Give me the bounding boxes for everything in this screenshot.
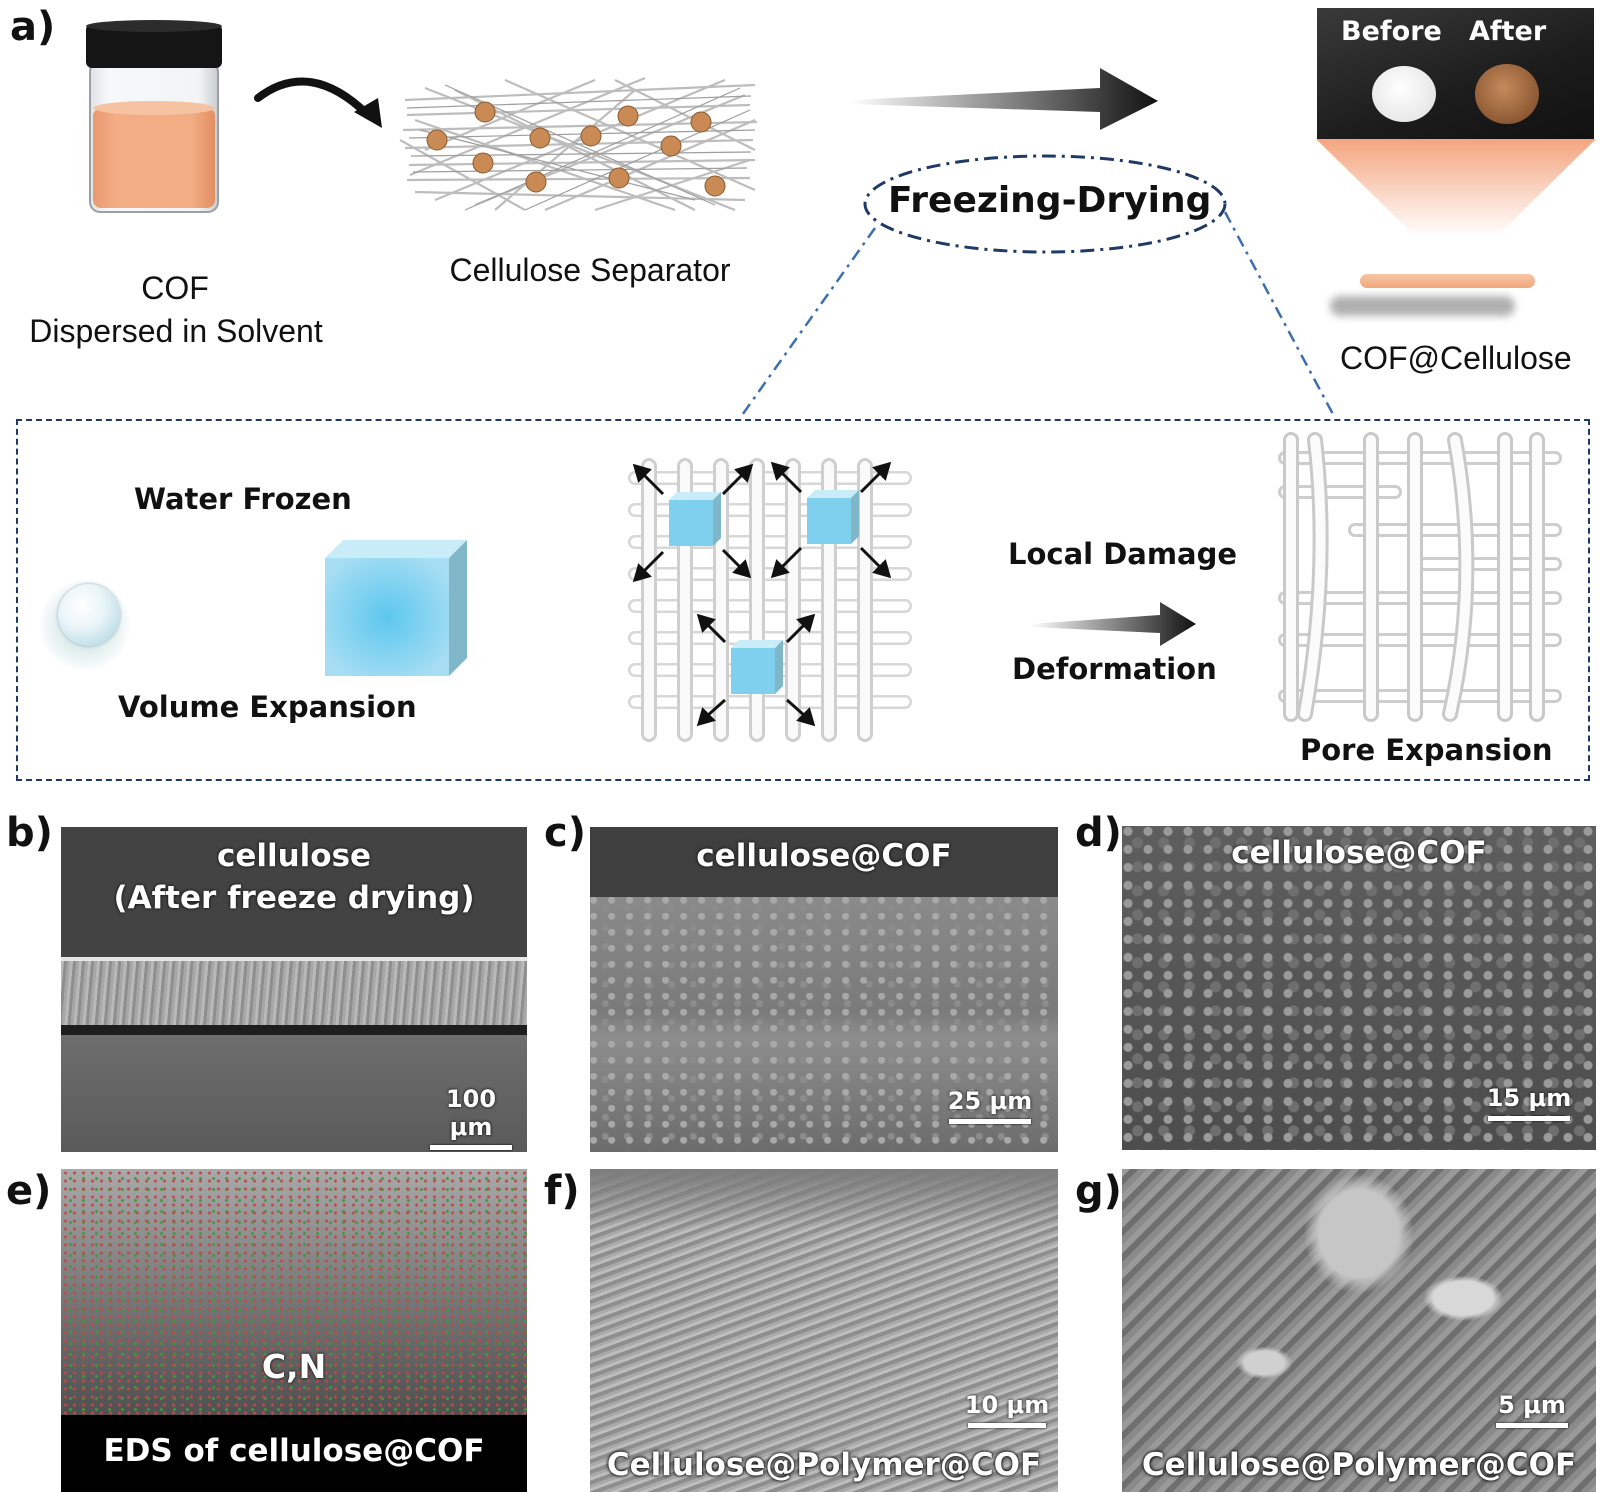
panel-b-letter: b) [6,810,53,856]
scale-label-b: 100 μm [445,1085,497,1141]
scale-label-f: 10 μm [964,1391,1050,1419]
pore-expansion-label: Pore Expansion [1300,733,1553,767]
cof-caption-line1: COF [141,270,209,306]
scale-label-c: 25 μm [947,1087,1033,1115]
sem-image-g: 5 μm Cellulose@Polymer@COF [1122,1169,1596,1492]
scale-bar-g: 5 μm [1492,1391,1572,1428]
panel-e-letter: e) [6,1168,52,1214]
cof-coated-layer [590,897,1058,1152]
cellulose-separator-illustration [399,76,758,212]
sem-image-f: 10 μm Cellulose@Polymer@COF [590,1169,1058,1492]
scale-bar-f: 10 μm [962,1391,1052,1428]
scale-label-d: 15 μm [1486,1084,1572,1112]
sem-g-caption: Cellulose@Polymer@COF [1141,1447,1577,1483]
sem-b-title-line1: cellulose [216,838,372,874]
sem-b-title-line2: (After freeze drying) [113,880,475,916]
freezing-drying-label: Freezing-Drying [888,180,1212,221]
sem-f-caption: Cellulose@Polymer@COF [606,1447,1042,1483]
cof-caption-line2: Dispersed in Solvent [29,313,323,349]
sem-image-e: C,N EDS of cellulose@COF [61,1169,527,1492]
local-damage-label: Local Damage [1008,537,1238,571]
panel-c-letter: c) [544,810,586,856]
sem-image-b: cellulose (After freeze drying) 100 μm [61,827,527,1152]
scale-bar-b: 100 μm [426,1085,516,1150]
cellulose-separator-caption: Cellulose Separator [449,252,731,288]
white-separator-disc [1372,66,1436,122]
zoom-detail-box [16,419,1590,781]
eds-caption: EDS of cellulose@COF [103,1433,485,1469]
sem-image-d: cellulose@COF 15 μm [1122,826,1596,1150]
membrane-shadow [1330,296,1515,316]
expanded-pore-grid [1278,432,1562,722]
sem-c-title: cellulose@COF [696,838,952,874]
product-caption: COF@Cellulose [1340,340,1572,376]
brown-separator-disc [1475,64,1539,124]
eds-elements-label: C,N [261,1347,327,1386]
eds-caption-bar: EDS of cellulose@COF [61,1415,527,1492]
freezing-drying-ellipse [863,154,1227,254]
water-frozen-label: Water Frozen [134,482,352,516]
sem-d-title: cellulose@COF [1231,835,1487,871]
curved-arrow-icon [254,77,382,128]
sem-image-c: cellulose@COF 25 μm [590,827,1058,1152]
scale-bar-c: 25 μm [945,1087,1035,1124]
sem-f-top-shade [590,1169,1058,1229]
volume-expansion-label: Volume Expansion [118,690,417,724]
cof-vial-illustration [86,20,222,213]
scale-bar-d: 15 μm [1484,1084,1574,1121]
panel-g-letter: g) [1075,1168,1122,1214]
ice-cube-icon [325,540,467,676]
cellulose-layer [61,957,527,1031]
panel-d-letter: d) [1075,810,1122,856]
process-arrow-icon [850,68,1158,130]
woven-mesh-with-ice [628,458,912,742]
photo-after-label: After [1469,16,1547,47]
layer-gap [61,1025,527,1035]
panel-f-letter: f) [544,1168,580,1214]
photo-before-label: Before [1341,16,1442,47]
deformation-arrow-icon [1030,602,1196,646]
panel-a-letter: a) [10,4,56,50]
projection-cone [1316,139,1596,237]
membrane-bar [1360,274,1535,288]
substrate [61,1035,527,1152]
deformation-label: Deformation [1012,652,1217,686]
zoom-connector-lines [738,211,1337,419]
scale-label-g: 5 μm [1498,1391,1566,1419]
before-after-photo: Before After [1317,8,1594,139]
water-drop-icon [58,584,120,646]
